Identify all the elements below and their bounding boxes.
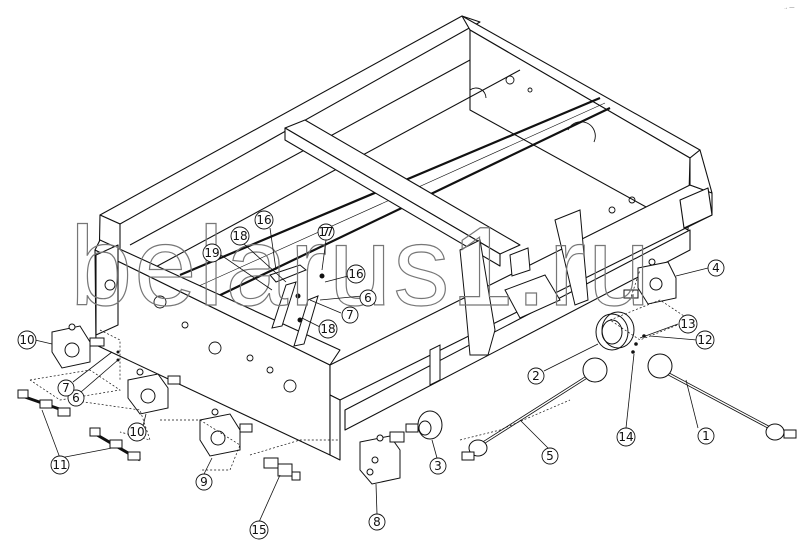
callout-18a: 18: [230, 226, 250, 246]
callout-1: 1: [697, 427, 715, 445]
svg-text:19: 19: [204, 246, 219, 260]
svg-text:18: 18: [320, 322, 335, 336]
callout-6b: 6: [359, 289, 377, 307]
ring-2: [595, 311, 635, 351]
callout-12: 12: [695, 330, 715, 350]
callout-2: 2: [527, 367, 545, 385]
svg-text:10: 10: [19, 333, 34, 347]
svg-text:7: 7: [62, 381, 70, 395]
svg-text:9: 9: [200, 475, 208, 489]
svg-text:11: 11: [52, 458, 67, 472]
svg-text:3: 3: [434, 459, 442, 473]
leader-lines: [34, 227, 709, 523]
svg-text:4: 4: [712, 261, 720, 275]
callout-8: 8: [368, 513, 386, 531]
callout-10b: 10: [127, 422, 147, 442]
svg-text:10: 10: [129, 425, 144, 439]
callout-5: 5: [541, 447, 559, 465]
frame-holes: [104, 75, 636, 393]
right-brackets: [429, 209, 589, 386]
callout-7c: 7: [317, 223, 335, 241]
callout-17: 17: [318, 225, 333, 239]
callout-19: 19: [202, 243, 222, 263]
svg-text:18: 18: [232, 229, 247, 243]
callout-16b: 16: [346, 264, 366, 284]
tension-levers: [269, 264, 325, 347]
svg-text:17: 17: [318, 225, 333, 239]
coupling-3: [405, 410, 443, 440]
gearbox-10-left: [51, 323, 105, 369]
callout-7b: 7: [341, 306, 359, 324]
callout-9: 9: [195, 473, 213, 491]
svg-text:2: 2: [532, 369, 540, 383]
callout-4: 4: [707, 259, 725, 277]
svg-text:13: 13: [680, 317, 695, 331]
gearbox-8: [359, 431, 405, 485]
svg-text:16: 16: [256, 213, 271, 227]
svg-text:1: 1: [702, 429, 710, 443]
callout-3: 3: [429, 457, 447, 475]
callout-labels: 1 2 3 4 5 6 6 7 7 7 8 9 10 10 11 12 13 1…: [17, 210, 725, 540]
svg-text:6: 6: [72, 391, 80, 405]
callout-14: 14: [616, 427, 636, 447]
shaft-11-upper: [17, 389, 71, 417]
callout-10a: 10: [17, 330, 37, 350]
callout-11: 11: [50, 455, 70, 475]
svg-text:7: 7: [346, 308, 354, 322]
svg-text:7: 7: [322, 225, 330, 239]
svg-text:12: 12: [697, 333, 712, 347]
driveshaft-5: [461, 357, 608, 461]
corner-mark: → —: [783, 5, 794, 11]
callout-7a: 7: [57, 379, 75, 397]
svg-text:14: 14: [618, 430, 633, 444]
gearbox-9: [199, 408, 253, 457]
callout-18b: 18: [318, 319, 338, 339]
gearbox-4: [623, 258, 677, 305]
svg-text:8: 8: [373, 515, 381, 529]
svg-text:15: 15: [251, 523, 266, 537]
svg-text:5: 5: [546, 449, 554, 463]
coupling-15: [263, 457, 301, 481]
svg-text:6: 6: [364, 291, 372, 305]
gearbox-10-center: [127, 368, 181, 415]
driveshaft-1: [647, 353, 797, 441]
shaft-11-lower: [89, 427, 141, 462]
callout-6a: 6: [67, 389, 85, 407]
svg-text:16: 16: [348, 267, 363, 281]
callout-13: 13: [678, 314, 698, 334]
callout-16a: 16: [254, 210, 274, 230]
callout-15: 15: [249, 520, 269, 540]
